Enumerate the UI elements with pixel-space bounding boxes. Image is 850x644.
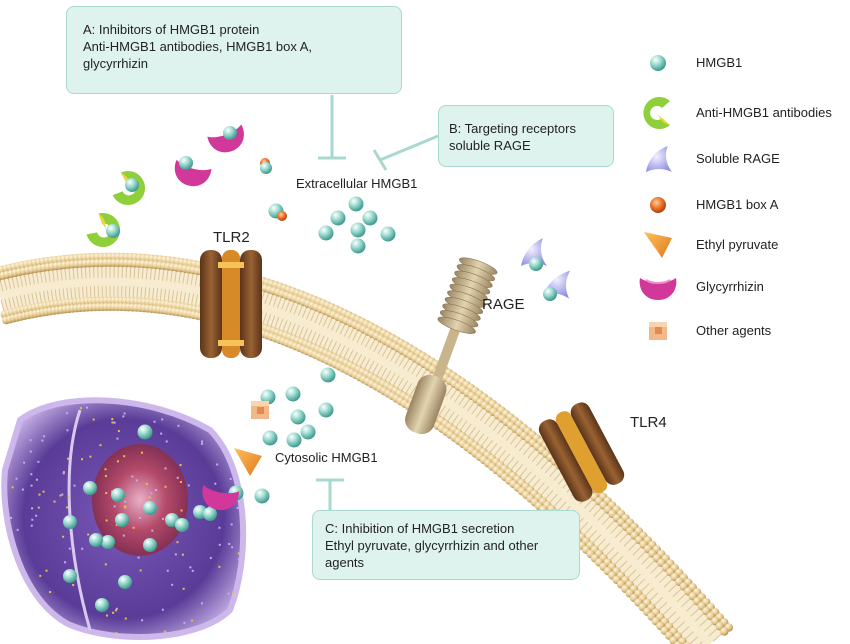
hmgb1-molecule: [179, 156, 193, 170]
legend-label: Glycyrrhizin: [696, 279, 764, 294]
hmgb1-molecule: [529, 257, 543, 271]
hmgb1-molecule: [543, 287, 557, 301]
callout-c-line3: agents: [325, 555, 365, 570]
hmgb1-molecule: [111, 488, 125, 502]
other-agents-icon: [649, 322, 667, 340]
hmgb1-molecule: [380, 226, 396, 242]
hmgb1-molecule: [320, 367, 336, 383]
soluble-rage-icon: [646, 146, 672, 172]
callout-c-line2: Ethyl pyruvate, glycyrrhizin and other: [325, 538, 539, 553]
legend-label: Other agents: [696, 323, 772, 338]
hmgb1-molecule: [101, 535, 115, 549]
hmgb1-molecule: [286, 432, 302, 448]
hmgb1-molecule: [330, 210, 346, 226]
hmgb1-molecule: [89, 533, 103, 547]
legend-item-soluble-rage: Soluble RAGE: [628, 142, 850, 176]
callout-a-line2: Anti-HMGB1 antibodies, HMGB1 box A,: [83, 39, 313, 54]
hmgb1-molecule: [83, 481, 97, 495]
label-rage: RAGE: [482, 296, 525, 313]
hmgb1-molecule: [262, 430, 278, 446]
legend-label: Soluble RAGE: [696, 151, 780, 166]
inhibition-lines: [316, 95, 439, 510]
callout-b-receptors: B: Targeting receptors soluble RAGE: [438, 105, 614, 167]
label-tlr2: TLR2: [213, 229, 250, 246]
callout-a-inhibitors: A: Inhibitors of HMGB1 protein Anti-HMGB…: [66, 6, 402, 94]
hmgb1-icon: [650, 55, 666, 71]
ethyl-pyruvate-molecule: [234, 448, 262, 476]
hmgb1-molecule: [362, 210, 378, 226]
hmgb1-molecule: [203, 507, 217, 521]
hmgb1-molecule: [106, 224, 120, 238]
legend-item-glycyrrhizin: Glycyrrhizin: [628, 270, 850, 304]
hmgb1-molecule: [63, 515, 77, 529]
hmgb1-molecule: [260, 162, 272, 174]
hmgb1-molecule: [300, 424, 316, 440]
callout-c-secretion: C: Inhibition of HMGB1 secretion Ethyl p…: [312, 510, 580, 580]
hmgb1-molecule: [95, 598, 109, 612]
hmgb1-molecule: [285, 386, 301, 402]
hmgb1-box-a-molecule: [277, 211, 287, 221]
legend-label: HMGB1: [696, 55, 743, 70]
hmgb1-molecule: [175, 518, 189, 532]
hmgb1-molecule: [350, 222, 366, 238]
hmgb1-molecule: [143, 501, 157, 515]
hmgb1-molecule: [118, 575, 132, 589]
hmgb1-molecule: [143, 538, 157, 552]
hmgb1-molecule: [223, 126, 237, 140]
legend-label: Ethyl pyruvate: [696, 237, 779, 252]
callout-b-line1: B: Targeting receptors: [449, 121, 576, 136]
callout-a-line3: glycyrrhizin: [83, 56, 149, 71]
legend-label: HMGB1 box A: [696, 197, 779, 212]
ethyl-pyruvate-icon: [644, 232, 672, 258]
hmgb1-molecule: [318, 225, 334, 241]
legend-item-hmgb1: HMGB1: [628, 46, 850, 80]
rage-receptor: [405, 257, 498, 435]
hmgb1-molecule: [350, 238, 366, 254]
hmgb1-molecule: [254, 488, 270, 504]
callout-b-line2: soluble RAGE: [449, 138, 531, 153]
legend-item-ethyl-pyruvate: Ethyl pyruvate: [628, 228, 850, 262]
anti-hmgb1-antibody: [112, 171, 146, 205]
other-agents-molecule: [251, 401, 269, 419]
callout-a-line1: A: Inhibitors of HMGB1 protein: [83, 22, 260, 37]
hmgb1-molecule: [137, 424, 153, 440]
tlr2-receptor: [200, 250, 262, 358]
anti-hmgb1-antibody-icon: [643, 97, 670, 129]
hmgb1-box-a-icon: [650, 197, 666, 213]
callout-c-line1: C: Inhibition of HMGB1 secretion: [325, 521, 515, 536]
hmgb1-molecule: [318, 402, 334, 418]
glycyrrhizin-molecule: [202, 484, 240, 511]
label-cytosolic-hmgb1: Cytosolic HMGB1: [275, 450, 378, 465]
hmgb1-molecule: [260, 389, 276, 405]
legend-item-hmgb1-box-a: HMGB1 box A: [628, 188, 850, 222]
label-extracellular-hmgb1: Extracellular HMGB1: [296, 176, 418, 191]
legend-label: Anti-HMGB1 antibodies: [696, 105, 832, 120]
legend-item-anti-hmgb1-antibodies: Anti-HMGB1 antibodies: [628, 96, 850, 130]
anti-hmgb1-antibody: [86, 213, 120, 247]
label-tlr4: TLR4: [630, 414, 667, 431]
tlr4-receptor: [538, 402, 625, 502]
legend-item-other-agents: Other agents: [628, 314, 850, 348]
hmgb1-molecule: [348, 196, 364, 212]
glycyrrhizin-icon: [639, 278, 677, 300]
hmgb1-molecule: [290, 409, 306, 425]
hmgb1-molecule: [115, 513, 129, 527]
hmgb1-molecule: [125, 178, 139, 192]
hmgb1-molecule: [63, 569, 77, 583]
